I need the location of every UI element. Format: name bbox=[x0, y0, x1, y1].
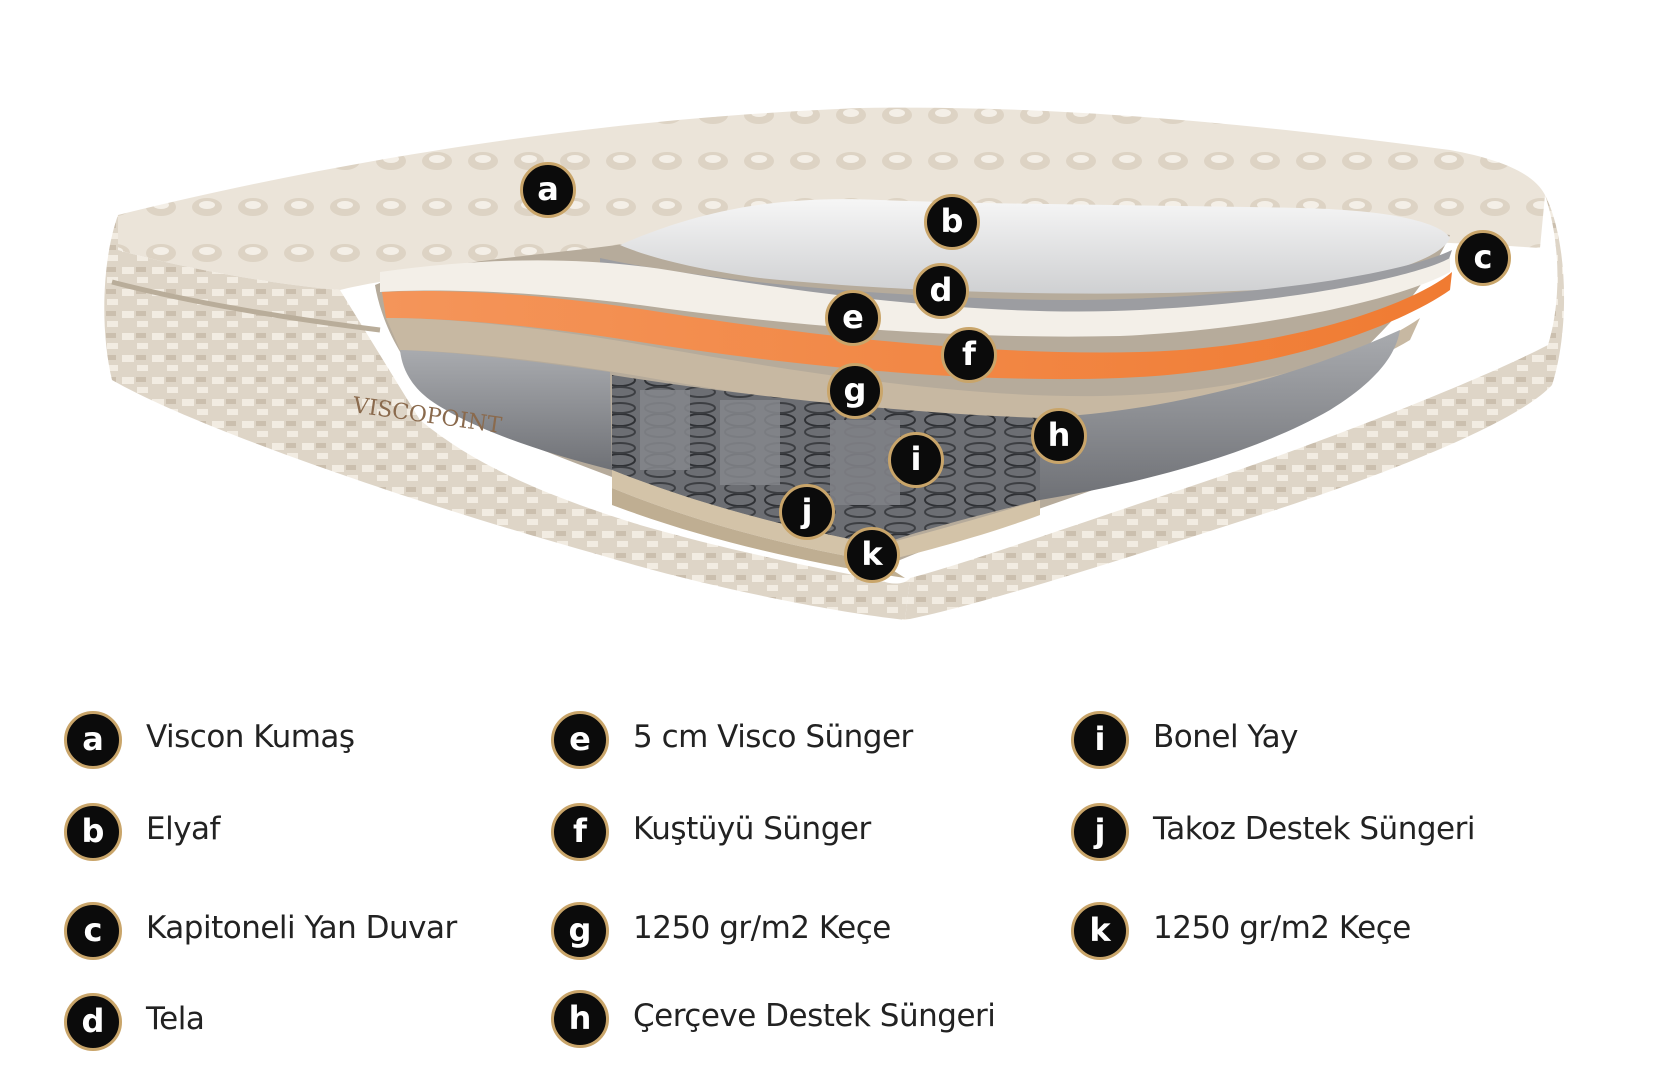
marker-c: c bbox=[1455, 230, 1511, 286]
legend-label-e: 5 cm Visco Sünger bbox=[633, 719, 913, 755]
marker-f: f bbox=[941, 327, 997, 383]
legend-label-i: Bonel Yay bbox=[1153, 719, 1298, 755]
legend-label-g: 1250 gr/m2 Keçe bbox=[633, 910, 891, 946]
marker-h: h bbox=[1031, 408, 1087, 464]
legend-badge-j: j bbox=[1071, 803, 1129, 861]
legend-label-a: Viscon Kumaş bbox=[146, 719, 355, 755]
marker-b: b bbox=[924, 194, 980, 250]
legend-label-k: 1250 gr/m2 Keçe bbox=[1153, 910, 1411, 946]
legend-badge-d: d bbox=[64, 993, 122, 1051]
legend-badge-g: g bbox=[551, 902, 609, 960]
marker-k: k bbox=[844, 527, 900, 583]
legend-badge-e: e bbox=[551, 711, 609, 769]
legend-badge-c: c bbox=[64, 902, 122, 960]
marker-a: a bbox=[520, 162, 576, 218]
legend-label-f: Kuştüyü Sünger bbox=[633, 811, 871, 847]
legend-badge-i: i bbox=[1071, 711, 1129, 769]
marker-i: i bbox=[888, 432, 944, 488]
marker-e: e bbox=[825, 290, 881, 346]
marker-d: d bbox=[913, 263, 969, 319]
marker-j: j bbox=[779, 484, 835, 540]
marker-g: g bbox=[827, 363, 883, 419]
legend-label-d: Tela bbox=[146, 1001, 205, 1037]
legend-badge-a: a bbox=[64, 711, 122, 769]
mattress-illustration: VISCOPOINT bbox=[104, 107, 1565, 620]
legend-label-h: Çerçeve Destek Süngeri bbox=[633, 998, 996, 1034]
legend-badge-b: b bbox=[64, 803, 122, 861]
legend-badge-h: h bbox=[551, 990, 609, 1048]
legend-badge-k: k bbox=[1071, 902, 1129, 960]
legend-badge-f: f bbox=[551, 803, 609, 861]
legend-label-c: Kapitoneli Yan Duvar bbox=[146, 910, 457, 946]
legend-label-j: Takoz Destek Süngeri bbox=[1153, 811, 1475, 847]
legend-label-b: Elyaf bbox=[146, 811, 220, 847]
